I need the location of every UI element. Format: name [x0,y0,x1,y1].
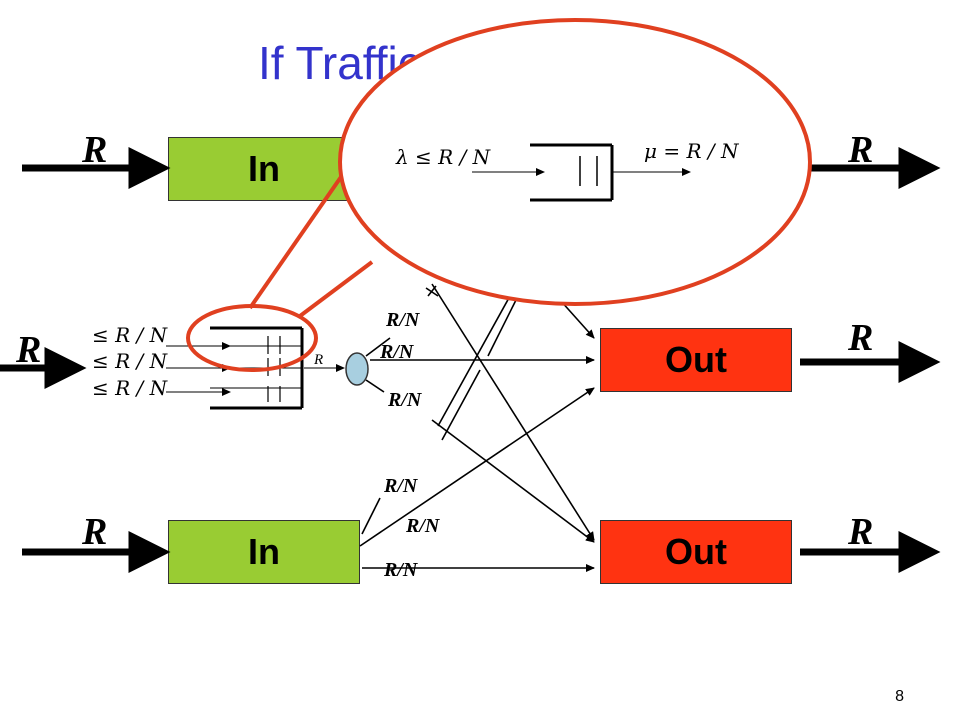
zoom-queue [472,143,691,202]
crossbar-rate-6: R/N [383,559,419,581]
rate-label-out-middle: R [847,317,873,359]
crossbar-lines [359,283,595,572]
queue-constraint-2: ≤ R / N [92,349,169,373]
output-box-middle: Out [600,328,792,392]
queue-constraint-1: ≤ R / N [92,323,169,347]
crossbar-rate-5: R/N [405,515,441,537]
rate-label-out-bottom: R [847,511,873,553]
queue-highlight-circle [186,304,318,372]
scheduler-rate-label: R [313,352,323,368]
input-box-bottom: In [168,520,360,584]
zoom-arrival-rate: λ ≤ R / N [395,145,492,169]
rate-label-in-middle: R [15,329,41,371]
rate-label-in-bottom: R [81,511,107,553]
crossbar-rate-3: R/N [387,389,423,411]
crossbar-rate-4: R/N [383,475,419,497]
zoom-circle [338,18,812,306]
input-queues [166,326,345,410]
crossbar-rate-2: R/N [379,341,415,363]
crossbar-rate-1: R/N [385,309,421,331]
queue-constraint-3: ≤ R / N [92,376,169,400]
page-number: 8 [895,688,904,705]
output-box-bottom: Out [600,520,792,584]
zoom-service-rate: μ = R / N [644,139,740,163]
input-box-top: In [168,137,360,201]
demux-node [345,352,369,386]
rate-label-in-top: R [81,129,107,171]
zoom-connector-lower [298,260,374,318]
rate-label-out-top: R [847,129,873,171]
